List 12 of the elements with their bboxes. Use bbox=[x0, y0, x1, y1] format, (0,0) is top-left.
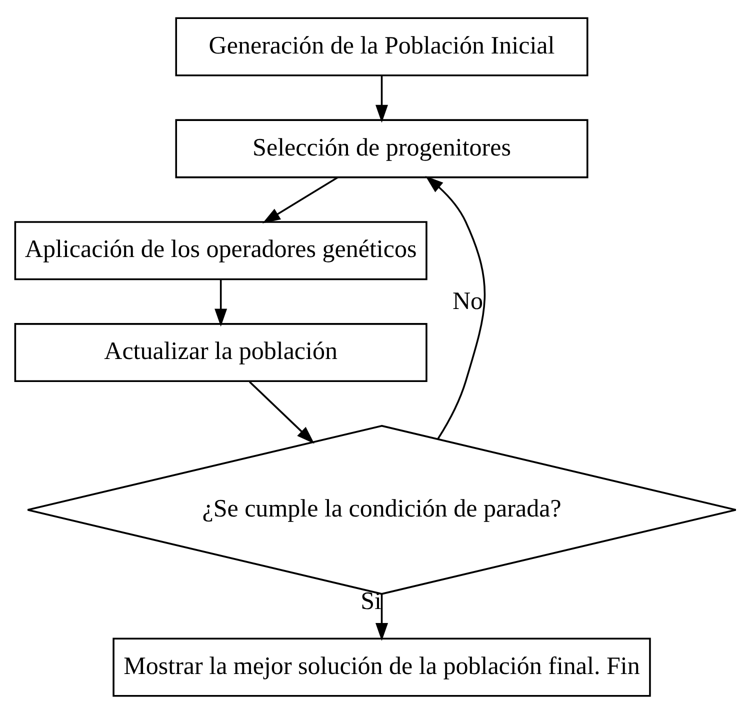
node-box: Actualizar la población bbox=[14, 322, 428, 382]
arrow bbox=[248, 380, 314, 444]
arrow bbox=[375, 74, 388, 122]
arrow bbox=[375, 593, 388, 640]
node-box: Aplicación de los operadores genéticos bbox=[14, 220, 428, 280]
node-box: Mostrar la mejor solución de la población final. Fin bbox=[112, 637, 651, 696]
arrow bbox=[214, 278, 228, 326]
node-box: Generación de la Población Inicial bbox=[175, 16, 588, 76]
arrow bbox=[262, 176, 338, 223]
arrow bbox=[425, 176, 486, 439]
edge-label: No bbox=[452, 287, 484, 314]
node-box: Selección de progenitores bbox=[175, 118, 588, 178]
